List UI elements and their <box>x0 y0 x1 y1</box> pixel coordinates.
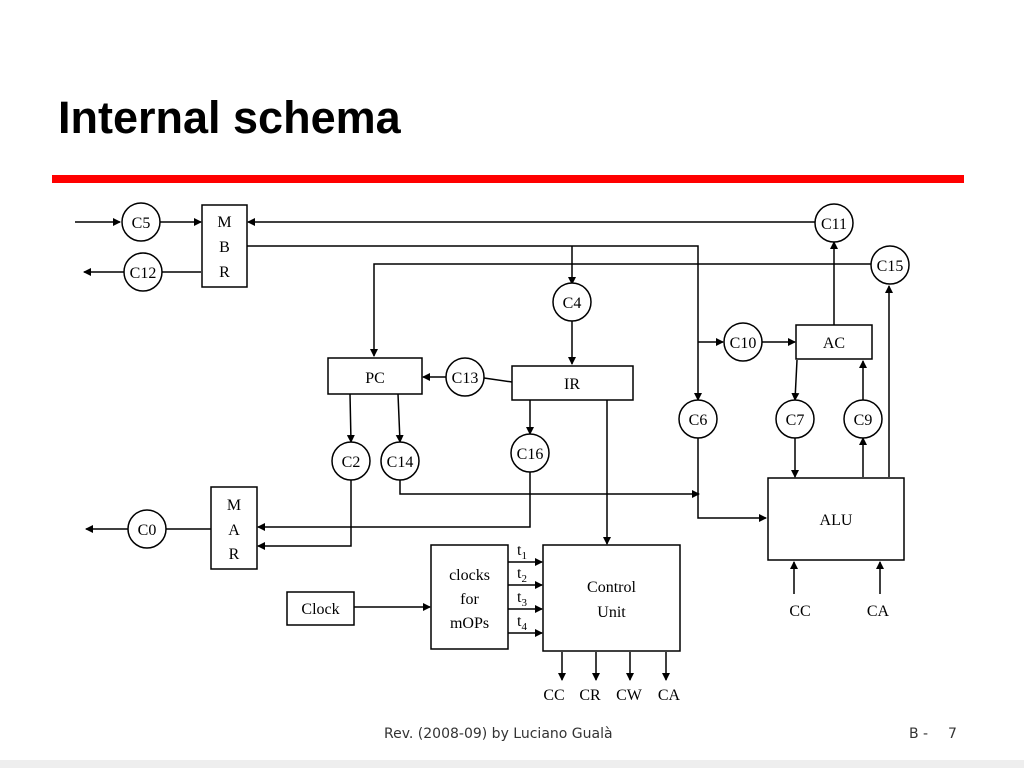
c12-label: C12 <box>130 265 157 282</box>
wire-ac-c7 <box>791 359 800 401</box>
signal-labels: CC CA CC CR CW CA <box>543 603 889 704</box>
control-c12: C12 <box>123 252 163 292</box>
control-c4: C4 <box>552 282 592 322</box>
block-control-unit: Control Unit <box>542 544 681 652</box>
page-number: 7 <box>948 726 957 742</box>
mbr-label-1: M <box>217 214 231 231</box>
wire-c16-mar <box>257 472 531 531</box>
c9-label: C9 <box>854 412 873 429</box>
c7-label: C7 <box>786 412 805 429</box>
clock-label: Clock <box>301 601 339 618</box>
c10-label: C10 <box>730 335 757 352</box>
c5-label: C5 <box>132 215 151 232</box>
slide-title: Internal schema <box>58 92 401 143</box>
title-rule <box>52 175 964 183</box>
footer-credit: Rev. (2008-09) by Luciano Gualà <box>384 726 613 742</box>
control-unit-label-2: Unit <box>597 604 626 621</box>
alu-input-cc: CC <box>789 603 810 620</box>
cu-output-cc: CC <box>543 687 564 704</box>
mbr-label-3: R <box>219 264 230 281</box>
footer-section: B - <box>909 726 929 742</box>
wire-c14-alu <box>399 479 700 498</box>
wire-ir-c13 <box>483 377 513 383</box>
c16-label: C16 <box>517 446 544 463</box>
block-mbr: M B R <box>201 204 248 288</box>
timing-label-3: t3 <box>517 589 527 609</box>
cu-output-ca: CA <box>658 687 681 704</box>
control-c15: C15 <box>870 245 910 285</box>
wire-c6-alu <box>697 437 767 522</box>
block-ac: AC <box>795 324 873 360</box>
bottom-strip <box>0 760 1024 768</box>
clocks-label-1: clocks <box>449 567 490 584</box>
c14-label: C14 <box>387 454 414 471</box>
block-clock: Clock <box>286 591 355 626</box>
control-c10: C10 <box>723 322 763 362</box>
c4-label: C4 <box>563 295 582 312</box>
alu-label: ALU <box>820 512 853 529</box>
pc-label: PC <box>365 370 385 387</box>
mar-label-3: R <box>229 546 240 563</box>
cu-output-cr: CR <box>579 687 601 704</box>
control-c11: C11 <box>814 203 854 243</box>
block-alu: ALU <box>767 477 905 561</box>
block-clocks-for-mops: clocks for mOPs <box>430 544 509 650</box>
block-mar: M A R <box>210 486 258 570</box>
wire-pc-c2 <box>346 393 355 443</box>
timing-label-4: t4 <box>517 613 527 633</box>
c11-label: C11 <box>821 216 847 233</box>
clocks-label-2: for <box>460 591 479 608</box>
c0-label: C0 <box>138 522 157 539</box>
wires <box>75 218 893 681</box>
control-c5: C5 <box>121 202 161 242</box>
timing-labels: t1 t2 t3 t4 <box>517 542 527 633</box>
clocks-label-3: mOPs <box>450 615 489 632</box>
alu-input-ca: CA <box>867 603 890 620</box>
block-ir: IR <box>511 365 634 401</box>
timing-label-1: t1 <box>517 542 527 562</box>
wire-pc-c14 <box>395 393 404 443</box>
c13-label: C13 <box>452 370 479 387</box>
control-c13: C13 <box>445 357 485 397</box>
mar-label-2: A <box>228 522 240 539</box>
control-c14: C14 <box>380 441 420 481</box>
block-pc: PC <box>327 357 423 395</box>
mar-label-1: M <box>227 497 241 514</box>
control-c0: C0 <box>127 509 167 549</box>
control-c2: C2 <box>331 441 371 481</box>
ac-label: AC <box>823 335 845 352</box>
control-unit-label-1: Control <box>587 579 636 596</box>
wire-c2-mar <box>257 480 352 550</box>
timing-label-2: t2 <box>517 565 527 585</box>
control-c16: C16 <box>510 433 550 473</box>
cu-output-cw: CW <box>616 687 643 704</box>
control-c7: C7 <box>775 399 815 439</box>
control-c6: C6 <box>678 399 718 439</box>
c15-label: C15 <box>877 258 904 275</box>
wire-c15-pc <box>370 263 872 357</box>
ir-label: IR <box>564 376 580 393</box>
control-c9: C9 <box>843 399 883 439</box>
mbr-label-2: B <box>219 239 230 256</box>
wire-mbr-bus-c6 <box>247 245 702 401</box>
c6-label: C6 <box>689 412 708 429</box>
c2-label: C2 <box>342 454 361 471</box>
